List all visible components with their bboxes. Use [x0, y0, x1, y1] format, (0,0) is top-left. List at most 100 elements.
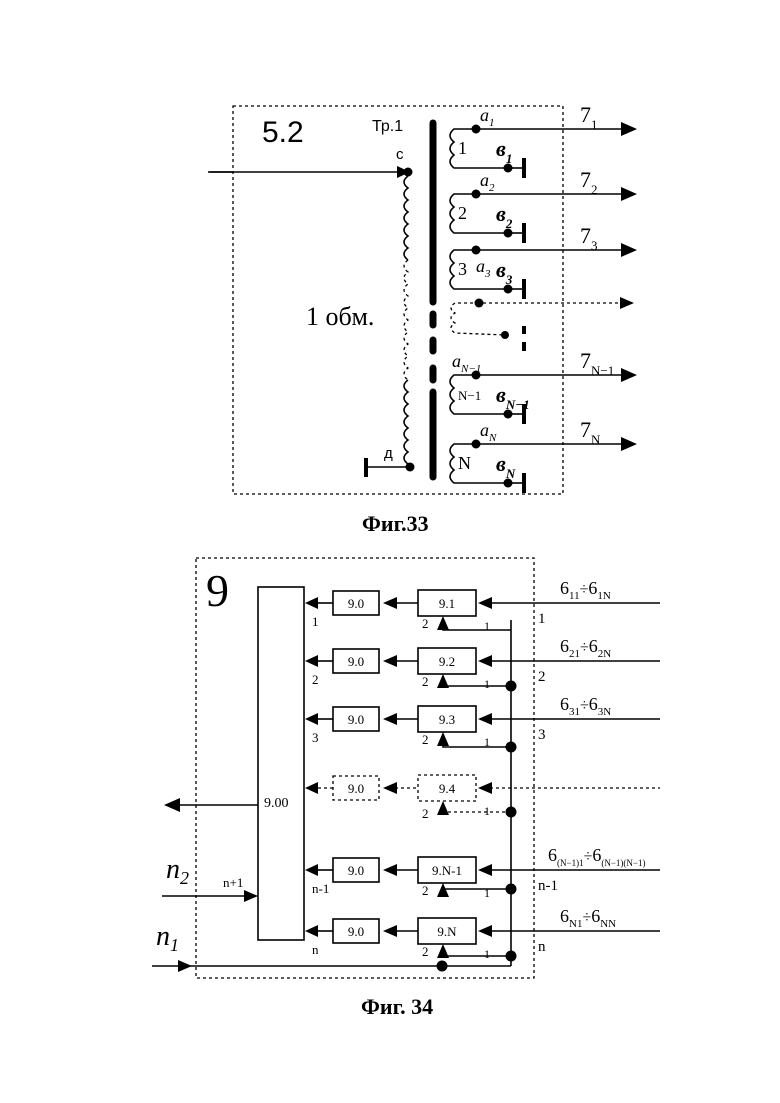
in2-label: 2: [422, 674, 429, 689]
winding-number: 3: [458, 259, 467, 279]
secondary-winding-placeholder: [451, 297, 634, 351]
bus-junction: [506, 807, 517, 818]
port-n-plus-1: n+1: [223, 875, 243, 890]
bus-range-label: 6(N−1)1÷6(N−1)(N−1): [548, 845, 646, 868]
tap-d-terminal: [406, 463, 415, 472]
svg-text:n1: n1: [156, 921, 179, 955]
input-n2: n2 n+1: [162, 854, 258, 902]
secondary-winding: 1 a1в1 71: [450, 102, 637, 178]
in1-label: 1: [484, 886, 490, 900]
sub-block-label: 9.N: [437, 924, 457, 939]
input-arrow: [478, 713, 492, 725]
output-arrow: [621, 243, 637, 257]
in1-label: 1: [484, 677, 490, 691]
svg-text:n2: n2: [166, 854, 189, 888]
block-9-label: 9: [206, 565, 229, 616]
bus-range-label: 6N1÷6NN: [560, 906, 616, 930]
bus-range-label: 621÷62N: [560, 636, 611, 660]
bus-junction: [506, 884, 517, 895]
secondary-windings: 1a1в1712a2в2723a3в373N−1aN−1вN−17N−1NaNв…: [450, 102, 637, 493]
terminal-b-label: вN−1: [496, 382, 530, 412]
pre-block-label: 9.0: [348, 654, 364, 669]
terminal-a: [472, 440, 481, 449]
channel-row: 9.29.02122621÷62N: [305, 636, 660, 692]
pre-block-label: 9.0: [348, 924, 364, 939]
right-port-label: n: [538, 939, 546, 955]
bus-range-label: 631÷63N: [560, 694, 611, 718]
in2-label: 2: [422, 806, 429, 821]
output-label: 71: [580, 102, 598, 132]
output-label: 7N−1: [580, 348, 614, 378]
bus-junction: [506, 951, 517, 962]
sub-block-label: 9.N-1: [432, 863, 462, 878]
pre-block-label: 9.0: [348, 863, 364, 878]
channel-row: 9.N9.0n12n6N1÷6NN: [305, 906, 660, 962]
output-label: 7N: [580, 417, 601, 447]
output-arrow: [621, 437, 637, 451]
channel-row: 9.4 9.0 1 2: [305, 775, 660, 821]
output-arrow: [621, 122, 637, 136]
sub-block-label: 9.4: [439, 781, 456, 796]
sub-block-label: 9.2: [439, 654, 455, 669]
bus-range-label: 611÷61N: [560, 578, 611, 602]
right-port-label: 2: [538, 669, 546, 685]
winding-number: 1: [458, 138, 467, 158]
figure-34: 9 9.00 9.19.01121611÷61N9.29.02122621÷62…: [152, 558, 660, 1019]
pre-block-label: 9.0: [348, 781, 364, 796]
in2-label: 2: [422, 732, 429, 747]
in1-label: 1: [484, 947, 490, 961]
output-arrow: [621, 187, 637, 201]
terminal-a-label: a3: [476, 256, 491, 280]
secondary-winding: N−1 aN−1 вN−1 7N−1: [450, 348, 637, 424]
input-arrow: [478, 655, 492, 667]
right-port-label: 1: [538, 611, 546, 627]
tap-c-terminal: [404, 168, 413, 177]
pre-block-label: 9.0: [348, 712, 364, 727]
block-5-2-frame: [233, 106, 563, 494]
figure-33: 5.2 Тр.1 с 1 обм. д 1a1в1712: [208, 102, 637, 536]
bus-junction: [506, 681, 517, 692]
channel-row: 9.19.01121611÷61N: [305, 578, 660, 633]
main-block-9-00: [258, 587, 304, 940]
winding-number: N−1: [458, 388, 481, 403]
channel-row: 9.N-19.0n-112n-16(N−1)1÷6(N−1)(N−1): [305, 845, 660, 900]
secondary-winding: 3a3в373: [450, 223, 637, 299]
figure-34-caption: Фиг. 34: [361, 994, 433, 1019]
output-label: 73: [580, 223, 598, 253]
primary-winding-label: 1 обм.: [306, 302, 374, 331]
terminal-a: [472, 246, 481, 255]
tap-c-label: с: [396, 146, 404, 163]
in2-label: 2: [422, 883, 429, 898]
terminal-b-label: в1: [496, 136, 512, 166]
input-arrow: [208, 166, 410, 178]
output-arrow: [164, 798, 258, 812]
secondary-winding: 2 a2в2 72: [450, 167, 637, 243]
pre-block-label: 9.0: [348, 596, 364, 611]
output-arrow: [621, 368, 637, 382]
output-label: 72: [580, 167, 598, 197]
transformer-label: Тр.1: [372, 118, 403, 135]
input-arrow: [478, 925, 492, 937]
tap-d-label: д: [384, 445, 393, 462]
terminal-a-label: aN: [480, 420, 497, 444]
terminal-b-label: в2: [496, 201, 513, 231]
terminal-a-label: a2: [480, 170, 495, 194]
left-port-label: 1: [312, 614, 319, 629]
sub-block-label: 9.3: [439, 712, 455, 727]
input-arrow: [478, 597, 492, 609]
terminal-a: [472, 125, 481, 134]
terminal-b-label: вN: [496, 451, 516, 481]
terminal-a-label: aN−1: [452, 351, 481, 375]
main-block-9-00-label: 9.00: [264, 796, 289, 811]
in2-label: 2: [422, 616, 429, 631]
right-port-label: 3: [538, 727, 546, 743]
channel-rows: 9.19.01121611÷61N9.29.02122621÷62N9.39.0…: [305, 578, 660, 962]
terminal-a-label: a1: [480, 105, 495, 129]
secondary-winding: NaNвN7N: [450, 417, 637, 493]
winding-number: 2: [458, 203, 467, 223]
in1-label: 1: [484, 804, 490, 818]
left-port-label: n: [312, 942, 319, 957]
left-port-label: n-1: [312, 881, 329, 896]
left-port-label: 3: [312, 730, 319, 745]
in1-label: 1: [484, 619, 490, 633]
